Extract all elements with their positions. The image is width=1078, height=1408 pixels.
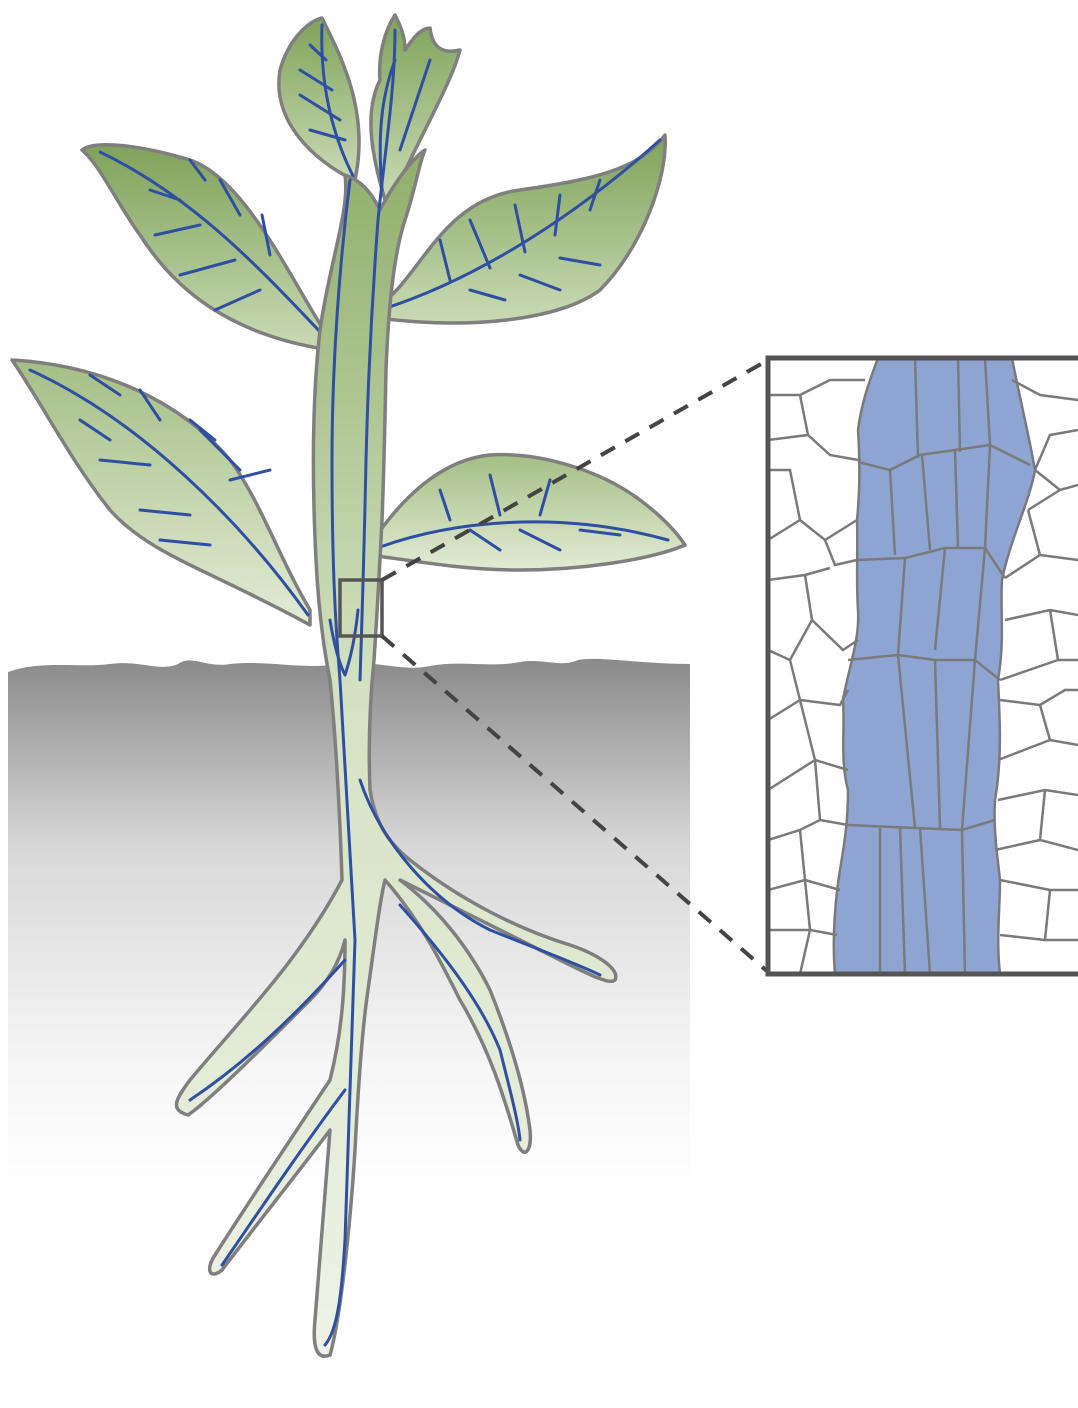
- leaf-left-lower: [12, 360, 310, 625]
- leaf-top-center: [279, 18, 359, 180]
- leaf-top-left: [82, 145, 330, 350]
- cell-grid-icon: [768, 358, 1078, 974]
- leaf-right-lower: [370, 455, 685, 570]
